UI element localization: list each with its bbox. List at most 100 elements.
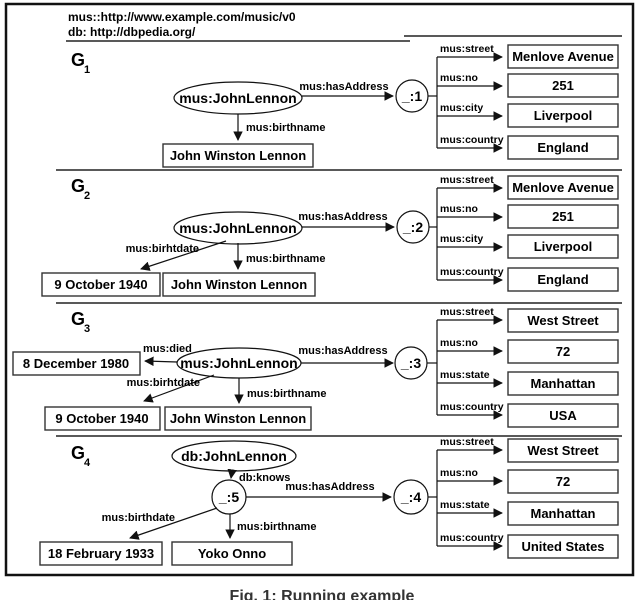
g4-row-state-label: mus:state (440, 499, 490, 511)
g2-hasaddress-label: mus:hasAddress (298, 211, 387, 223)
g4-knows-label: db:knows (239, 472, 290, 484)
g4-birthname-literal: Yoko Onno (198, 546, 266, 561)
g1-label-subscript: 1 (84, 64, 90, 76)
g4-knows-edge (227, 468, 237, 479)
g2-row-city-label: mus:city (440, 233, 483, 245)
g3-row-state-value: Manhattan (531, 376, 596, 391)
figure-caption: Fig. 1: Running example (230, 588, 415, 600)
g4-row-street: mus:street West Street (437, 436, 619, 463)
g1-row-city-box (507, 103, 619, 128)
g4-row-street-label: mus:street (440, 436, 494, 448)
g4-row-state-value: Manhattan (531, 506, 596, 521)
g4-row-country-value: United States (521, 539, 604, 554)
g4-row-street-box (507, 438, 619, 463)
g2-label: G (71, 176, 85, 196)
g1-row-country-box (507, 135, 619, 160)
g1-row-city: mus:city Liverpool (437, 102, 619, 128)
g3-row-state-box (507, 371, 619, 396)
g4-row-no-label: mus:no (440, 467, 478, 479)
g1-row-country: mus:country England (437, 134, 619, 160)
g3-blank-node-label: _:3 (400, 355, 421, 371)
g3-birthdate-literal: 9 October 1940 (55, 411, 148, 426)
g3-row-country: mus:country USA (437, 401, 619, 428)
g3-row-no-value: 72 (556, 344, 570, 359)
g3-died-literal-box (12, 351, 141, 376)
g2-birthname-label: mus:birthname (246, 253, 325, 265)
g2-row-no-box (507, 204, 619, 229)
g3-row-street: mus:street West Street (437, 306, 619, 333)
g4-hasaddress-label: mus:hasAddress (285, 481, 374, 493)
g1-row-city-label: mus:city (440, 102, 483, 114)
g1-blank-node-label: _:1 (401, 88, 422, 104)
g1-row-country-label: mus:country (440, 134, 504, 146)
g1-row-street-label: mus:street (440, 43, 494, 55)
g3-row-no-label: mus:no (440, 337, 478, 349)
namespace-line1: mus::http://www.example.com/music/v0 (68, 10, 296, 24)
g1-row-street: mus:street Menlove Avenue (437, 43, 619, 69)
g2-birthdate-literal-box (41, 272, 161, 297)
g1-row-street-box (507, 44, 619, 69)
graph-g4: G 4 db:JohnLennon db:knows _:5 mus:hasAd… (39, 436, 619, 566)
g3-birthdate-edge (143, 374, 215, 403)
g2-row-street-box (507, 175, 619, 200)
g2-row-city-box (507, 234, 619, 259)
g3-label: G (71, 309, 85, 329)
g4-birthdate-literal: 18 February 1933 (48, 546, 154, 561)
g4-label-subscript: 4 (84, 457, 91, 469)
g2-birthdate-literal: 9 October 1940 (54, 277, 147, 292)
g3-birthname-label: mus:birthname (247, 388, 326, 400)
g2-row-street-value: Menlove Avenue (512, 180, 614, 195)
g1-row-city-value: Liverpool (534, 108, 593, 123)
g1-row-no-label: mus:no (440, 72, 478, 84)
g3-row-no: mus:no 72 (437, 337, 619, 364)
g1-hasaddress-label: mus:hasAddress (299, 81, 388, 93)
g3-row-street-value: West Street (527, 313, 599, 328)
g4-birthdate-literal-box (39, 541, 163, 566)
g3-row-state-label: mus:state (440, 369, 490, 381)
g2-birthdate-edge (140, 240, 227, 271)
g2-subject-label: mus:JohnLennon (179, 220, 296, 236)
g2-row-country-label: mus:country (440, 266, 504, 278)
g1-row-no-box (507, 73, 619, 98)
g3-row-country-value: USA (549, 408, 577, 423)
g2-row-country: mus:country England (437, 266, 619, 292)
g4-row-state: mus:state Manhattan (437, 499, 619, 526)
g3-row-street-label: mus:street (440, 306, 494, 318)
g4-row-country-label: mus:country (440, 532, 504, 544)
g4-birthname-literal-box (171, 541, 293, 566)
g3-birthdate-literal-box (44, 406, 161, 431)
g2-birthdate-label: mus:birhtdate (126, 243, 199, 255)
g3-birthname-literal-box (164, 406, 312, 431)
g3-row-country-box (507, 403, 619, 428)
g3-label-subscript: 3 (84, 323, 90, 335)
namespace-line2: db: http://dbpedia.org/ (68, 25, 196, 39)
namespace-header: mus::http://www.example.com/music/v0 db:… (66, 10, 622, 42)
g4-row-country: mus:country United States (437, 532, 619, 559)
g4-row-country-box (507, 534, 619, 559)
g2-row-no: mus:no 251 (437, 203, 619, 229)
g3-row-state: mus:state Manhattan (437, 369, 619, 396)
g3-died-edge (144, 356, 178, 367)
g1-birthname-literal: John Winston Lennon (170, 148, 306, 163)
g1-birthname-label: mus:birthname (246, 122, 325, 134)
g2-row-country-value: England (537, 272, 588, 287)
g4-row-street-value: West Street (527, 443, 599, 458)
g2-birthname-literal: John Winston Lennon (171, 277, 307, 292)
g3-row-no-box (507, 339, 619, 364)
g4-row-no: mus:no 72 (437, 467, 619, 494)
g1-row-country-value: England (537, 140, 588, 155)
graph-g2: G 2 mus:JohnLennon mus:hasAddress _:2 mu… (41, 174, 619, 297)
g3-died-label: mus:died (143, 343, 192, 355)
graph-g1: G 1 mus:JohnLennon mus:hasAddress _:1 mu… (71, 43, 619, 168)
g3-died-literal: 8 December 1980 (23, 356, 129, 371)
graph-g3: G 3 8 December 1980 mus:died mus:JohnLen… (12, 306, 619, 431)
g1-row-street-value: Menlove Avenue (512, 49, 614, 64)
g4-knows-blank-node-label: _:5 (218, 489, 239, 505)
g2-row-street-label: mus:street (440, 174, 494, 186)
g4-birthname-label: mus:birthname (237, 521, 316, 533)
figure-frame (4, 2, 635, 577)
g2-blank-node-label: _:2 (402, 219, 423, 235)
g2-row-no-value: 251 (552, 209, 574, 224)
g2-row-no-label: mus:no (440, 203, 478, 215)
g2-birthname-literal-box (162, 272, 316, 297)
